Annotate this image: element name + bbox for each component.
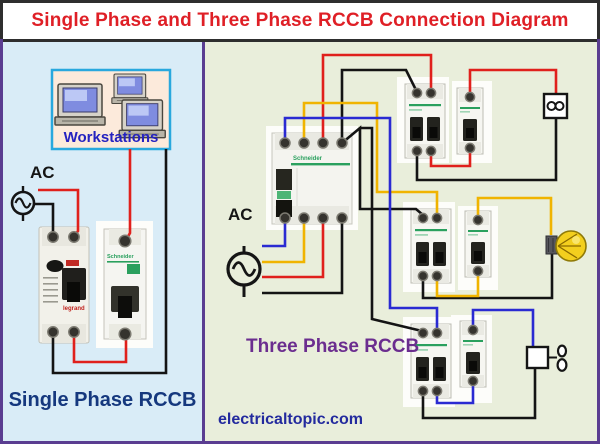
wires-yellow (262, 101, 553, 298)
ac-label-three-phase: AC (228, 205, 253, 224)
terminal-screws (47, 87, 484, 397)
ac-source-single-icon (10, 186, 36, 221)
fan-icon (525, 344, 568, 372)
single-phase-rccb-device: legrand (38, 226, 90, 344)
mcb-brand-text: Schneider (107, 254, 134, 260)
website-label: electricaltopic.com (218, 411, 363, 428)
breaker-pair-middle (403, 202, 498, 292)
page-title: Single Phase and Three Phase RCCB Connec… (31, 10, 569, 31)
dp-breaker-top (404, 83, 446, 159)
rccb-brand-text: legrand (63, 306, 85, 312)
breaker-pair-bottom (403, 315, 492, 407)
wires-blue (262, 116, 535, 405)
workstations-box (50, 68, 172, 151)
ac-label-single-phase: AC (30, 163, 55, 182)
rccb-brand-text: Schneider (293, 156, 323, 162)
workstation-pc-icon (54, 83, 106, 126)
caption-three-phase: Three Phase RCCB (246, 336, 420, 357)
breaker-pair-top (397, 77, 492, 163)
panel-divider (202, 42, 205, 441)
title-bar: Single Phase and Three Phase RCCB Connec… (0, 0, 600, 42)
wires-black (35, 68, 558, 420)
lamp-icon (545, 230, 587, 262)
caption-single-phase: Single Phase RCCB (8, 389, 197, 411)
socket-load-icon (542, 92, 569, 120)
workstation-pc-icon (111, 73, 149, 105)
dp-breaker-middle (410, 208, 452, 284)
workstations-label: Workstations (63, 129, 159, 146)
ac-source-three-icon (226, 246, 262, 297)
